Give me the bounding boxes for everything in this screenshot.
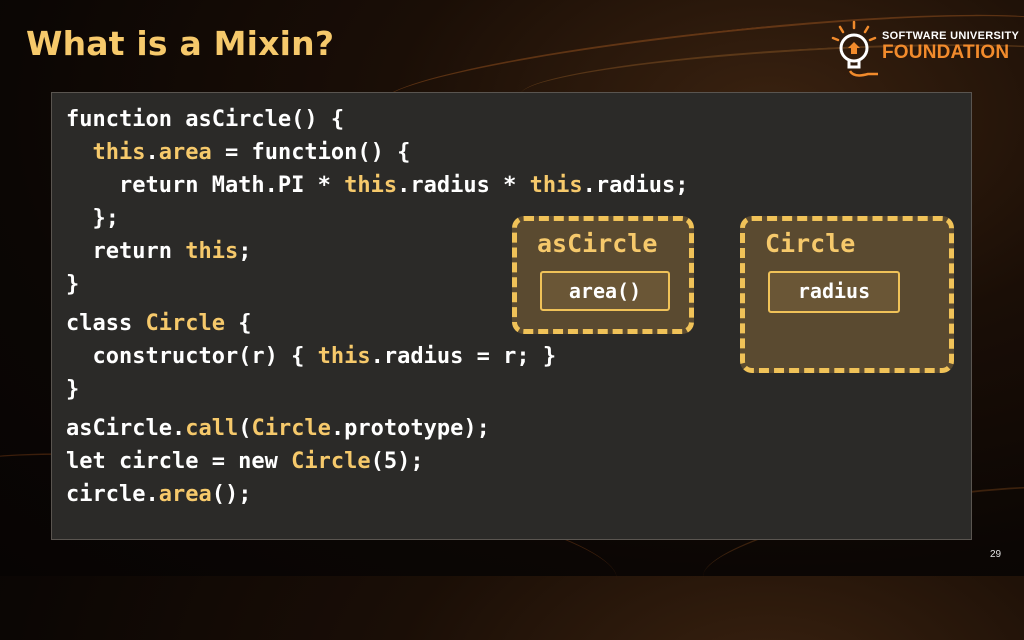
circle-box-title: Circle	[765, 229, 856, 258]
page-number: 29	[990, 549, 1002, 560]
code-line: let circle = new Circle(5);	[66, 449, 424, 474]
code-line: this.area = function() {	[92, 140, 411, 165]
code-line: }	[66, 377, 80, 402]
slide-title: What is a Mixin?	[26, 24, 335, 63]
ascircle-box: asCircle area()	[512, 216, 694, 334]
code-panel: function asCircle() { this.area = functi…	[51, 92, 972, 540]
radius-property-label: radius	[768, 271, 900, 313]
code-line: return Math.PI * this.radius * this.radi…	[66, 173, 689, 198]
code-line: };	[66, 206, 119, 231]
code-line: return this;	[66, 239, 252, 264]
code-line: constructor(r) { this.radius = r; }	[66, 344, 557, 369]
lightbulb-icon	[831, 20, 878, 77]
softuni-foundation-logo: SOFTWARE UNIVERSITY FOUNDATION	[828, 20, 1019, 80]
code-line: class Circle {	[66, 311, 252, 336]
code-line: }	[66, 272, 80, 297]
logo-text-top: SOFTWARE UNIVERSITY	[882, 30, 1020, 42]
code-block: function asCircle() { this.area = functi…	[66, 103, 689, 511]
logo-text-bottom: FOUNDATION	[882, 42, 1010, 63]
ascircle-box-title: asCircle	[537, 229, 658, 258]
code-line: function asCircle() {	[66, 107, 345, 132]
area-method-label: area()	[540, 271, 670, 311]
circle-box: Circle radius	[740, 216, 954, 373]
code-line: asCircle.call(Circle.prototype);	[66, 416, 490, 441]
code-line: circle.area();	[66, 482, 252, 507]
